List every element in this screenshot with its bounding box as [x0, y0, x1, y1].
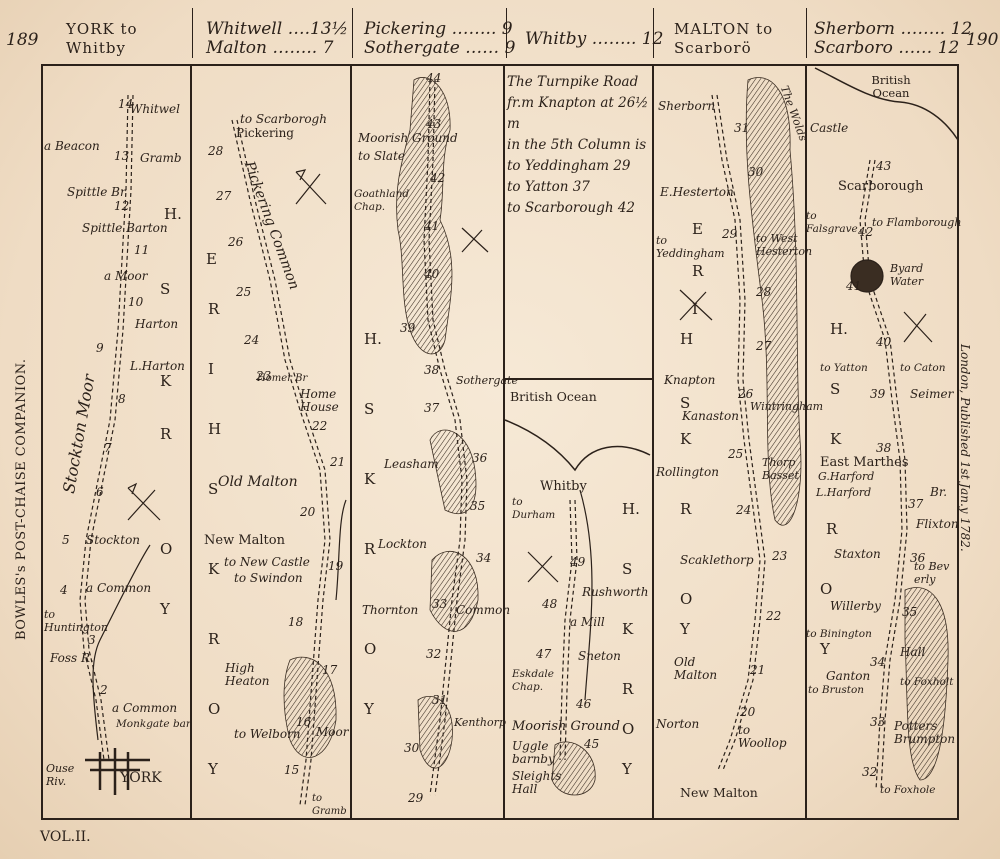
label-ganton: Ganton [826, 669, 871, 683]
label-lockton: Lockton [378, 537, 427, 551]
label-gramb: Gramb [140, 151, 182, 165]
label-to-caton: to Caton [900, 362, 946, 374]
label-staxton: Staxton [834, 547, 881, 561]
header-malton-scarboro: MALTON to Scarborö [674, 20, 774, 57]
label-potters-brumpton: Potters Brumpton [894, 719, 956, 746]
turnpike-note: The Turnpike Road fr.m Knapton at 26½ m … [507, 74, 649, 216]
header-york-whitby: YORK to Whitby [66, 20, 138, 57]
label-stockton: Stockton [86, 533, 141, 547]
label-to-gramb: to Gramb [312, 793, 347, 817]
label-uggle-barnby: Uggle barnby [512, 739, 555, 766]
page-number-right: 190 [966, 30, 999, 50]
label-sneton: Sneton [578, 649, 621, 663]
label-a-mill: a Mill [570, 615, 605, 629]
label-spittle-br: Spittle Br [67, 185, 126, 199]
label-high-heaton: High Heaton [225, 661, 270, 688]
label-hall: Hall [900, 645, 926, 659]
label-sherborn: Sherborn [658, 99, 716, 113]
label-british-ocean-6: British Ocean [871, 73, 911, 100]
header-whitby: Whitby …….. 12 [525, 29, 664, 49]
label-to-west-hesterton: to West Hesterton [756, 232, 813, 258]
label-york: YORK [120, 770, 162, 786]
label-old-malton: Old Malton [218, 474, 298, 490]
label-castle: Castle [810, 121, 849, 135]
label-to-yeddingham: to Yeddingham [656, 234, 725, 260]
label-old-malton-5: Old Malton [674, 655, 718, 682]
label-common: a Common [86, 581, 152, 595]
label-wintringham: Wintringham [750, 400, 824, 413]
label-home-house: Home House [300, 387, 339, 414]
label-beacon: a Beacon [44, 139, 100, 153]
label-scarborough: Scarborough [838, 179, 924, 194]
label-new-malton: New Malton [204, 533, 285, 548]
label-harton: Harton [135, 317, 179, 331]
label-knapton: Knapton [664, 373, 716, 387]
label-homer-br: Homer Br [257, 373, 308, 384]
label-rollington: Rollington [656, 465, 719, 479]
page-number-left: 189 [6, 30, 39, 50]
header-pickering-sothergate: Pickering …….. 9 Sothergate …… 9 [364, 19, 516, 58]
label-br-6: Br. [930, 485, 948, 499]
label-british-ocean-4: British Ocean [510, 389, 597, 404]
label-seimer: Seimer [910, 387, 954, 401]
label-to-flamborough: to Flamborough [872, 216, 962, 229]
label-eskdale-chap: Eskdale Chap. [512, 668, 554, 693]
label-whitby: Whitby [540, 479, 587, 494]
label-scaklethorp: Scaklethorp [680, 553, 754, 567]
label-to-swindon: to Swindon [234, 571, 303, 585]
label-moor-2: Moor [316, 725, 349, 739]
label-to-scarborogh: to Scarborogh [240, 112, 327, 126]
label-leasham: Leasham [384, 457, 439, 471]
label-norton: Norton [656, 717, 700, 731]
label-moorish-ground: Moorish Ground [358, 131, 458, 145]
label-to-beverly: to Bev erly [914, 560, 950, 586]
label-to-binington: to Binington [806, 628, 872, 640]
label-moorish-ground-4: Moorish Ground [512, 719, 621, 734]
label-to-bruston: to Bruston [808, 684, 865, 696]
label-to-yatton: to Yatton [820, 362, 868, 374]
label-sothergate: Sothergate [456, 374, 518, 387]
label-l-harford: L.Harford [816, 486, 872, 499]
label-flixton: Flixton [916, 517, 959, 531]
label-to-falsgrave: to Falsgrave [806, 210, 858, 235]
label-willerby: Willerby [830, 599, 881, 613]
label-kanaston: Kanaston [682, 409, 739, 423]
label-whitwel: Whitwel [130, 102, 180, 116]
map-frame [41, 64, 959, 820]
label-moor: a Moor [104, 269, 148, 283]
header-sherborn-scarboro: Sherborn …….. 12 Scarboro …… 12 [814, 19, 973, 58]
label-to-foxholt: to Foxholt [900, 676, 954, 688]
label-thornton: Thornton [362, 603, 419, 617]
label-to-durham: to Durham [512, 496, 556, 521]
volume-label: VOL.II. [40, 829, 91, 845]
label-new-malton-5: New Malton [680, 785, 758, 800]
label-l-harton: L.Harton [130, 359, 185, 373]
label-sleights-hall: Sleights Hall [512, 769, 562, 796]
header-whitwell-malton: Whitwell ….13½ Malton …….. 7 [206, 19, 349, 58]
label-goathland-chap: Goathland Chap. [354, 188, 410, 213]
label-to-new-castle: to New Castle [224, 555, 310, 569]
label-common-3: Common [456, 603, 511, 617]
label-a-common: a Common [112, 701, 178, 715]
label-e-hesterton: E.Hesterton [660, 185, 734, 199]
label-to-slate: to Slate [358, 149, 405, 163]
label-spittle-barton: Spittle Barton [82, 221, 168, 235]
label-east-marthes: East Marthes [820, 455, 909, 470]
label-to-woollop: to Woollop [738, 723, 787, 750]
label-to-foxhole: to Foxhole [880, 784, 936, 796]
label-thorp-basset: Thorp Basset [762, 456, 799, 482]
label-ouse-river: Ouse Riv. [46, 762, 75, 788]
label-to-welborn: to Welborn [234, 727, 301, 741]
label-monkgate-bar: Monkgate bar [116, 718, 191, 730]
label-kenthorp: Kenthorp [454, 716, 506, 729]
label-pickering: Pickering [236, 126, 294, 140]
label-foss-river: Foss R. [50, 651, 94, 665]
label-byard-water: Byard Water [890, 262, 924, 288]
label-rushworth: Rushworth [582, 585, 649, 599]
label-g-harford: G.Harford [818, 470, 875, 483]
label-to-huntington: to Huntington [44, 608, 108, 634]
